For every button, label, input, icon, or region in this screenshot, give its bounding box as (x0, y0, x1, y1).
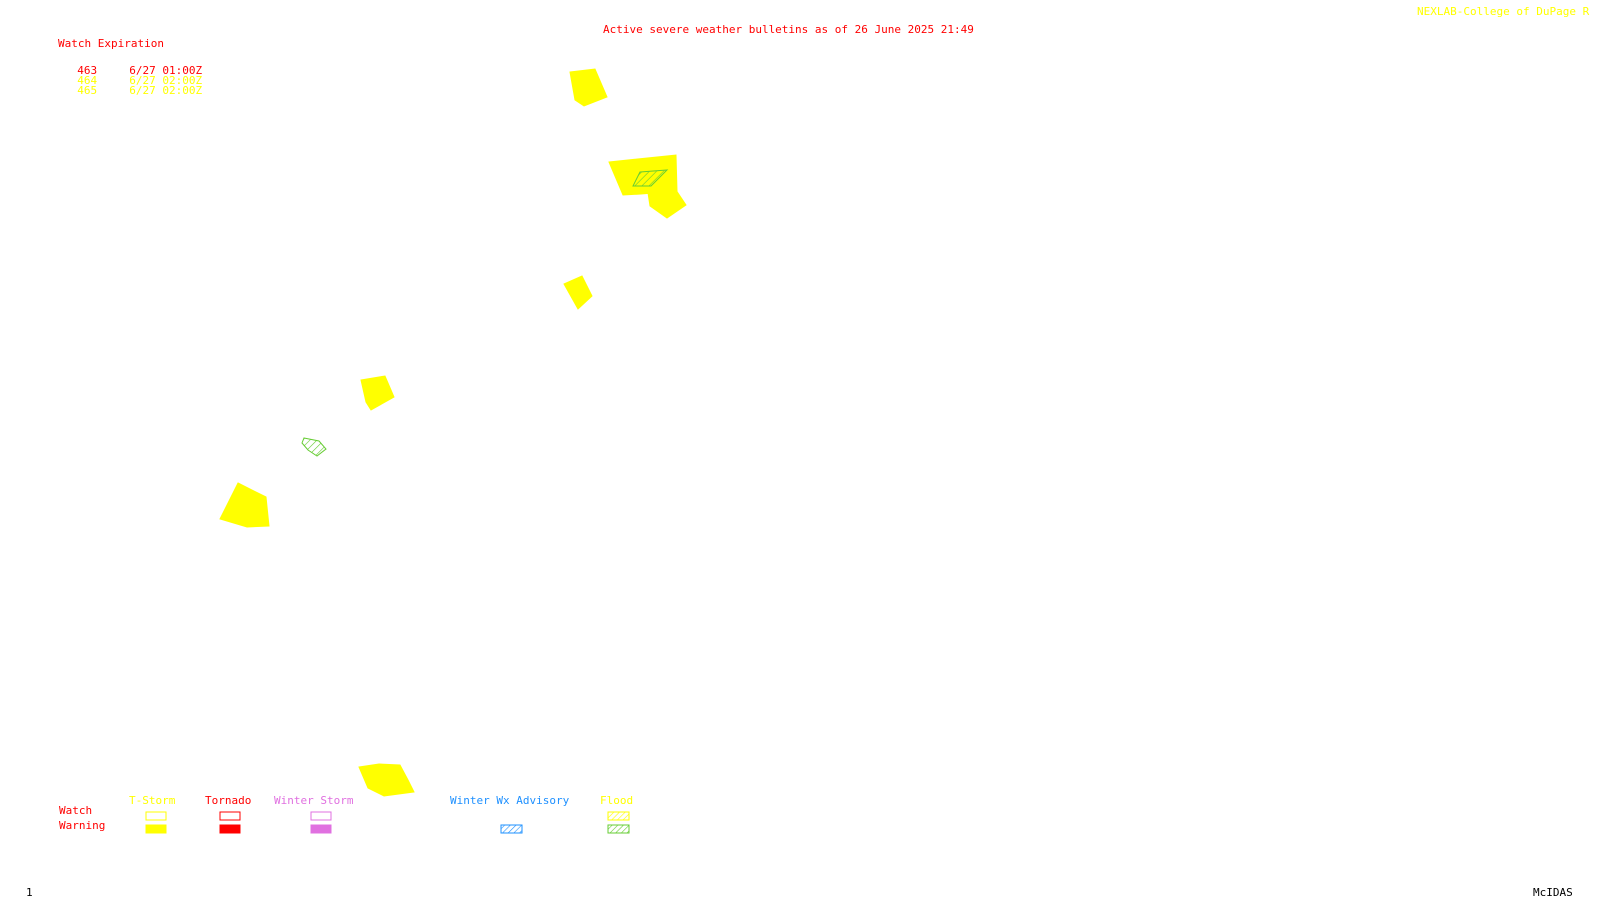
watch-number: 464 (77, 74, 98, 87)
watch-row: 465 6/27 02:00Z (64, 74, 202, 96)
legend-swatches (145, 811, 630, 834)
legend-tornado-watch-swatch (219, 811, 241, 821)
legend-winter-advisory-swatch (500, 824, 523, 834)
legend-watch-row-label: Watch (59, 804, 93, 817)
legend-tstorm-watch-swatch (145, 811, 167, 821)
flood-warning-polygon[interactable] (301, 437, 327, 457)
legend-flood-warning-swatch (607, 824, 630, 834)
legend-winter-storm-label: Winter Storm (274, 794, 354, 807)
tstorm-warning-polygon[interactable] (219, 482, 270, 528)
legend-tornado-warning-swatch (219, 824, 241, 834)
watch-row: 463 6/27 01:00Z (64, 54, 202, 76)
tstorm-warning-polygon[interactable] (569, 68, 608, 107)
watch-number: 465 (77, 84, 98, 97)
system-label: McIDAS (1533, 886, 1573, 899)
tstorm-warning-polygon[interactable] (647, 189, 687, 219)
watch-expiration: 6/27 02:00Z (129, 84, 203, 97)
legend-tstorm-warning-swatch (145, 824, 167, 834)
legend-winter-storm-watch-swatch (310, 811, 332, 821)
watch-number: 463 (77, 64, 98, 77)
tstorm-warning-polygon[interactable] (563, 275, 593, 310)
legend-tornado-label: Tornado (205, 794, 252, 807)
legend-warning-row-label: Warning (59, 819, 106, 832)
watch-row: 464 6/27 02:00Z (64, 64, 202, 86)
flood-warning-polygon[interactable] (632, 169, 669, 187)
credit-label: NEXLAB-College of DuPage R (1417, 5, 1590, 18)
frame-number: 1 (26, 886, 33, 899)
legend-flood-label: Flood (600, 794, 634, 807)
legend-winter-storm-warning-swatch (310, 824, 332, 834)
watch-expiration: 6/27 01:00Z (129, 64, 203, 77)
legend-winter-advisory-label: Winter Wx Advisory (450, 794, 570, 807)
watch-expiration: 6/27 02:00Z (129, 74, 203, 87)
bulletin-title: Active severe weather bulletins as of 26… (603, 23, 974, 36)
watch-expiration-header: Watch Expiration (58, 37, 164, 50)
tstorm-warning-polygon[interactable] (358, 763, 415, 797)
legend-tstorm-label: T-Storm (129, 794, 176, 807)
tstorm-warning-polygon[interactable] (360, 375, 395, 411)
legend-flood-watch-swatch (607, 811, 630, 821)
